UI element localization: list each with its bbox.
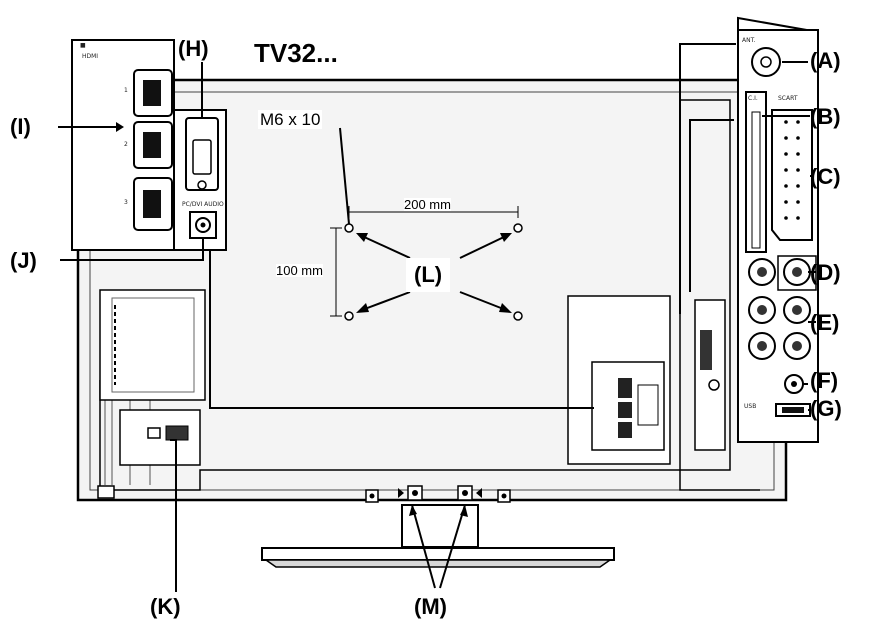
- callout-m: (M): [414, 594, 447, 619]
- hdmi-1: 1: [124, 87, 128, 94]
- ant-label: ANT.: [742, 37, 756, 44]
- hdmi-3: 3: [124, 199, 128, 206]
- callout-d: (D): [810, 260, 841, 285]
- vesa-mount: [330, 206, 523, 321]
- mount-screw-label: M6 x 10: [258, 110, 323, 129]
- callout-h: (H): [178, 36, 209, 61]
- callout-l: (L): [406, 258, 451, 292]
- mount-height-label: 100 mm: [276, 263, 323, 278]
- callout-g: (G): [810, 396, 842, 421]
- callout-b: (B): [810, 104, 841, 129]
- hdmi-label: HDMI: [82, 53, 98, 60]
- ci-label: C.I.: [748, 95, 758, 102]
- callout-i: (I): [10, 114, 31, 139]
- side-connector-panel: ANT. C.I. SCART USB: [737, 16, 819, 443]
- mount-width-label: 200 mm: [404, 197, 451, 212]
- callout-c: (C): [810, 164, 841, 189]
- stand-screws: [365, 485, 511, 503]
- svg-text:■: ■: [80, 42, 86, 49]
- hdmi-2: 2: [124, 141, 128, 148]
- hdmi-panel: ■ HDMI 1 2 3: [71, 39, 175, 251]
- leader-lines: [58, 43, 816, 592]
- callout-j: (J): [10, 248, 37, 273]
- callout-a: (A): [810, 48, 841, 73]
- scart-label: SCART: [778, 95, 798, 102]
- usb-label: USB: [744, 403, 756, 410]
- callout-e: (E): [810, 310, 840, 335]
- pc-panel: PC/DVI AUDIO: [173, 109, 227, 251]
- callout-k: (K): [150, 594, 181, 619]
- stand: [261, 504, 615, 568]
- pc-label: PC/DVI AUDIO: [182, 201, 224, 208]
- callout-f: (F): [810, 368, 839, 393]
- model-title: TV32...: [254, 38, 338, 68]
